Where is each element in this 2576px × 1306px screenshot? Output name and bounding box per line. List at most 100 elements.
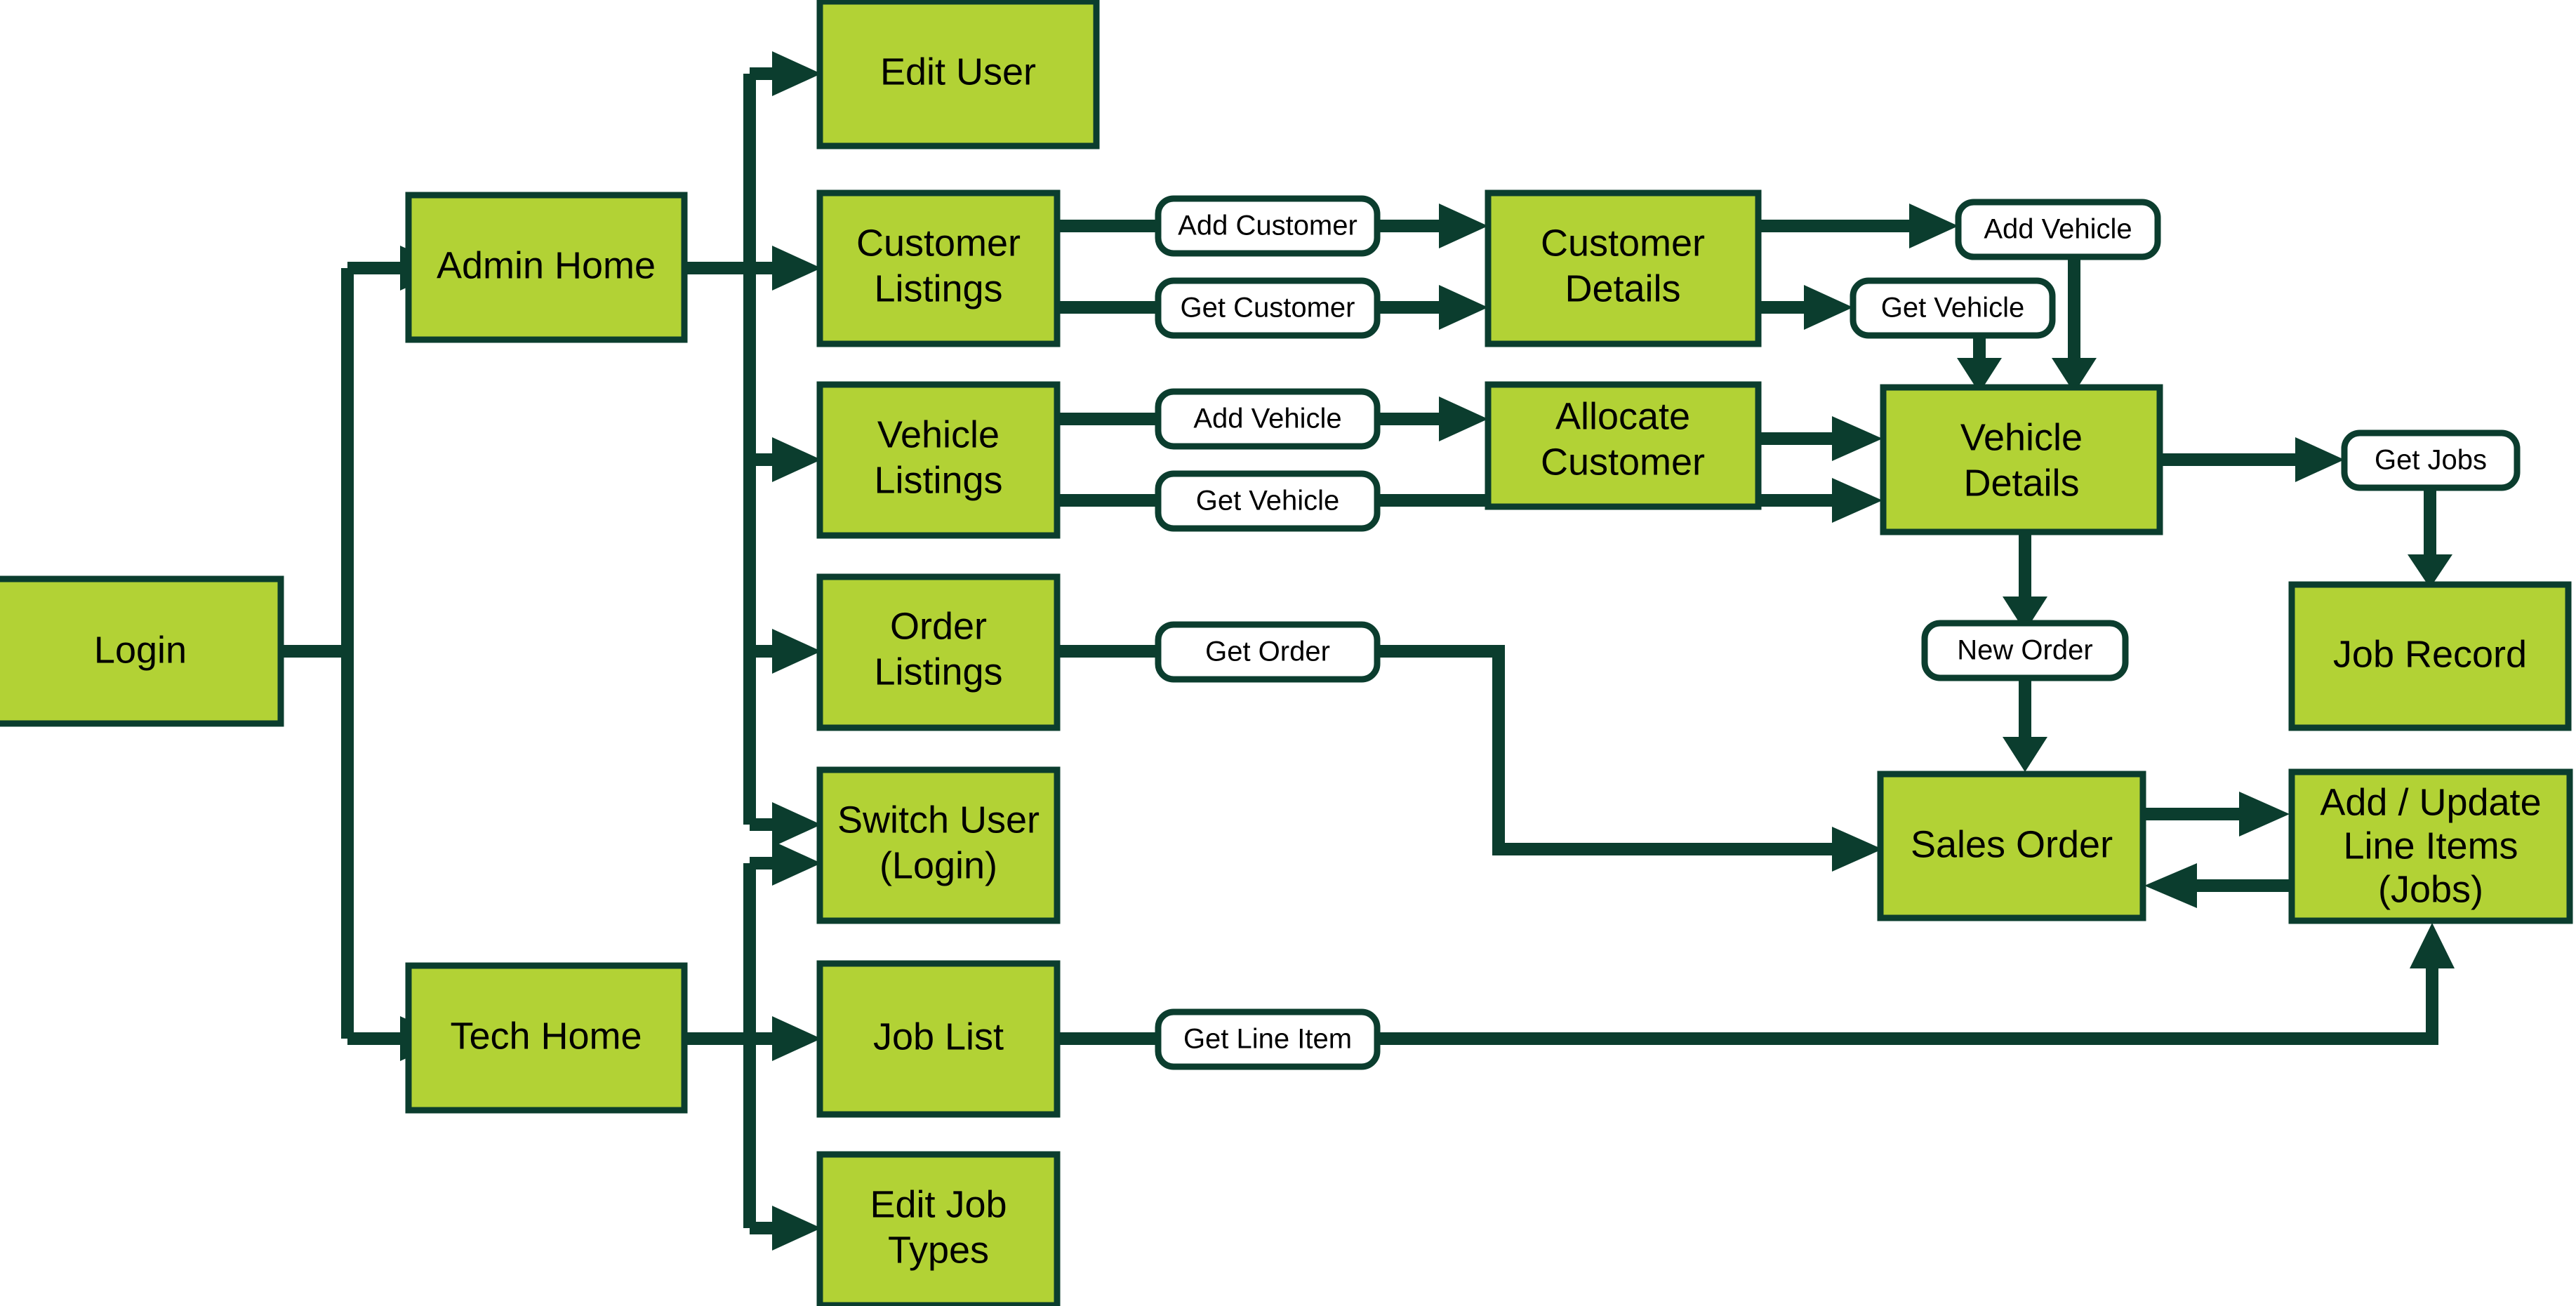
edge-label-new-order-pill[interactable] bbox=[1921, 620, 2129, 681]
node-vehicle-listings[interactable]: Vehicle Listings bbox=[816, 381, 1061, 539]
arrowhead-customer-details-add bbox=[1439, 204, 1488, 248]
node-edit-user[interactable]: Edit User bbox=[816, 0, 1100, 149]
node-order-listings[interactable]: Order Listings bbox=[816, 573, 1061, 731]
node-switch-user[interactable]: Switch User (Login) bbox=[816, 766, 1061, 924]
arrowhead-vd-from-getvehicle bbox=[1957, 358, 2002, 393]
edge-label-add-vehicle-1-text: Add Vehicle bbox=[1984, 214, 2132, 245]
arrowhead-vehicle-listings bbox=[772, 437, 821, 482]
node-job-list-label: Job List bbox=[873, 1015, 1004, 1058]
edge-label-get-vehicle-1-pill[interactable] bbox=[1850, 277, 2056, 339]
arrowhead-vd-from-alloc bbox=[1832, 416, 1883, 461]
node-vehicle-details-label-line1: Vehicle bbox=[1960, 416, 2083, 458]
node-job-record-rect[interactable] bbox=[2288, 581, 2572, 731]
arrowhead-allocate-customer bbox=[1439, 397, 1488, 441]
node-login[interactable]: Login bbox=[0, 575, 284, 727]
node-sales-order-label: Sales Order bbox=[1911, 823, 2113, 865]
arrowhead-customer-listings bbox=[772, 246, 821, 291]
node-admin-home-label: Admin Home bbox=[437, 244, 656, 286]
node-vehicle-details-label-line2: Details bbox=[1963, 462, 2079, 504]
edge-label-get-vehicle-2-text: Get Vehicle bbox=[1196, 486, 1340, 517]
node-customer-listings[interactable]: Customer Listings bbox=[816, 189, 1061, 347]
node-add-update-line-items-rect[interactable] bbox=[2288, 768, 2573, 924]
node-customer-listings-label-line1: Customer bbox=[856, 222, 1021, 264]
node-order-listings-label-line1: Order bbox=[890, 605, 987, 647]
edge-getlineitem-to-lineitems bbox=[1377, 961, 2438, 1045]
node-job-record-label: Job Record bbox=[2333, 633, 2527, 675]
node-sales-order-rect[interactable] bbox=[1877, 771, 2146, 921]
arrowhead-job-record bbox=[2408, 554, 2452, 588]
connector-layer bbox=[281, 51, 2455, 1251]
arrowhead-order-listings bbox=[772, 629, 821, 674]
edge-label-get-line-item-pill[interactable] bbox=[1155, 1008, 1381, 1070]
node-customer-listings-rect[interactable] bbox=[816, 189, 1061, 347]
node-vehicle-details-rect[interactable] bbox=[1880, 384, 2163, 535]
edge-label-add-customer-pill[interactable] bbox=[1155, 195, 1381, 257]
node-customer-details-rect[interactable] bbox=[1485, 189, 1762, 347]
node-sales-order[interactable]: Sales Order bbox=[1877, 771, 2146, 921]
edge-label-get-line-item[interactable]: Get Line Item bbox=[1155, 1008, 1381, 1070]
edge-label-get-jobs[interactable]: Get Jobs bbox=[2341, 429, 2521, 491]
edge-label-get-order[interactable]: Get Order bbox=[1155, 621, 1381, 683]
node-edit-job-types[interactable]: Edit Job Types bbox=[816, 1151, 1061, 1306]
node-vehicle-listings-rect[interactable] bbox=[816, 381, 1061, 539]
edge-label-get-vehicle-2-pill[interactable] bbox=[1155, 470, 1381, 532]
arrowhead-getjobs-pill bbox=[2295, 437, 2344, 482]
node-add-update-line-items-label-line2: Line Items bbox=[2343, 825, 2518, 867]
node-vehicle-listings-label-line2: Listings bbox=[874, 459, 1002, 501]
arrowhead-job-list bbox=[772, 1016, 821, 1061]
node-login-rect[interactable] bbox=[0, 575, 284, 727]
node-edit-job-types-label-line2: Types bbox=[888, 1229, 989, 1271]
node-customer-details[interactable]: Customer Details bbox=[1485, 189, 1762, 347]
edge-label-get-vehicle-1[interactable]: Get Vehicle bbox=[1850, 277, 2056, 339]
edge-label-get-jobs-pill[interactable] bbox=[2341, 429, 2521, 491]
edge-label-add-vehicle-1-pill[interactable] bbox=[1955, 199, 2161, 260]
node-add-update-line-items-label-line3: (Jobs) bbox=[2378, 868, 2483, 910]
edge-label-add-customer[interactable]: Add Customer bbox=[1155, 195, 1381, 257]
node-admin-home-rect[interactable] bbox=[405, 192, 688, 343]
node-customer-listings-label-line2: Listings bbox=[874, 267, 1002, 309]
node-order-listings-rect[interactable] bbox=[816, 573, 1061, 731]
node-add-update-line-items[interactable]: Add / Update Line Items (Jobs) bbox=[2288, 768, 2573, 924]
edge-label-get-vehicle-1-text: Get Vehicle bbox=[1881, 293, 2025, 324]
node-job-record[interactable]: Job Record bbox=[2288, 581, 2572, 731]
node-allocate-customer[interactable]: Allocate Customer bbox=[1485, 381, 1762, 510]
edge-getorder-to-salesorder bbox=[1377, 645, 1839, 855]
edge-label-add-vehicle-1[interactable]: Add Vehicle bbox=[1955, 199, 2161, 260]
arrowhead-sales-order-return bbox=[2144, 863, 2197, 908]
node-edit-job-types-rect[interactable] bbox=[816, 1151, 1061, 1306]
edge-label-get-jobs-text: Get Jobs bbox=[2375, 445, 2487, 476]
node-admin-home[interactable]: Admin Home bbox=[405, 192, 688, 343]
arrowhead-lineitems-from-getlineitem bbox=[2410, 923, 2455, 968]
arrowhead-customer-details-get bbox=[1439, 285, 1488, 330]
edge-label-add-vehicle-2[interactable]: Add Vehicle bbox=[1155, 388, 1381, 450]
node-tech-home[interactable]: Tech Home bbox=[405, 962, 688, 1114]
edge-label-get-order-pill[interactable] bbox=[1155, 621, 1381, 683]
node-job-list-rect[interactable] bbox=[816, 960, 1061, 1118]
edge-label-get-vehicle-2[interactable]: Get Vehicle bbox=[1155, 470, 1381, 532]
arrowhead-vd-from-getvehicle2 bbox=[1832, 478, 1883, 523]
node-vehicle-details[interactable]: Vehicle Details bbox=[1880, 384, 2163, 535]
node-allocate-customer-rect[interactable] bbox=[1485, 381, 1762, 510]
edge-label-add-vehicle-2-pill[interactable] bbox=[1155, 388, 1381, 450]
edge-label-new-order-text: New Order bbox=[1957, 635, 2092, 666]
arrowhead-lineitems bbox=[2239, 792, 2290, 837]
node-switch-user-rect[interactable] bbox=[816, 766, 1061, 924]
node-allocate-customer-label-line2: Customer bbox=[1541, 441, 1705, 483]
edge-label-get-customer[interactable]: Get Customer bbox=[1155, 277, 1381, 339]
arrowhead-edit-job-types bbox=[772, 1206, 821, 1251]
node-vehicle-listings-label-line1: Vehicle bbox=[877, 413, 1000, 455]
node-edit-user-rect[interactable] bbox=[816, 0, 1100, 149]
arrowhead-sales-order-from-neworder bbox=[2003, 737, 2047, 772]
node-edit-job-types-label-line1: Edit Job bbox=[870, 1183, 1007, 1225]
arrowhead-sales-order-from-getorder bbox=[1832, 827, 1883, 872]
node-customer-details-label-line2: Details bbox=[1565, 267, 1680, 309]
edge-label-get-customer-pill[interactable] bbox=[1155, 277, 1381, 339]
edge-label-get-line-item-text: Get Line Item bbox=[1183, 1024, 1352, 1055]
node-tech-home-rect[interactable] bbox=[405, 962, 688, 1114]
edge-label-new-order[interactable]: New Order bbox=[1921, 620, 2129, 681]
edge-label-add-customer-text: Add Customer bbox=[1178, 211, 1357, 241]
node-edit-user-label: Edit User bbox=[880, 51, 1036, 93]
node-job-list[interactable]: Job List bbox=[816, 960, 1061, 1118]
